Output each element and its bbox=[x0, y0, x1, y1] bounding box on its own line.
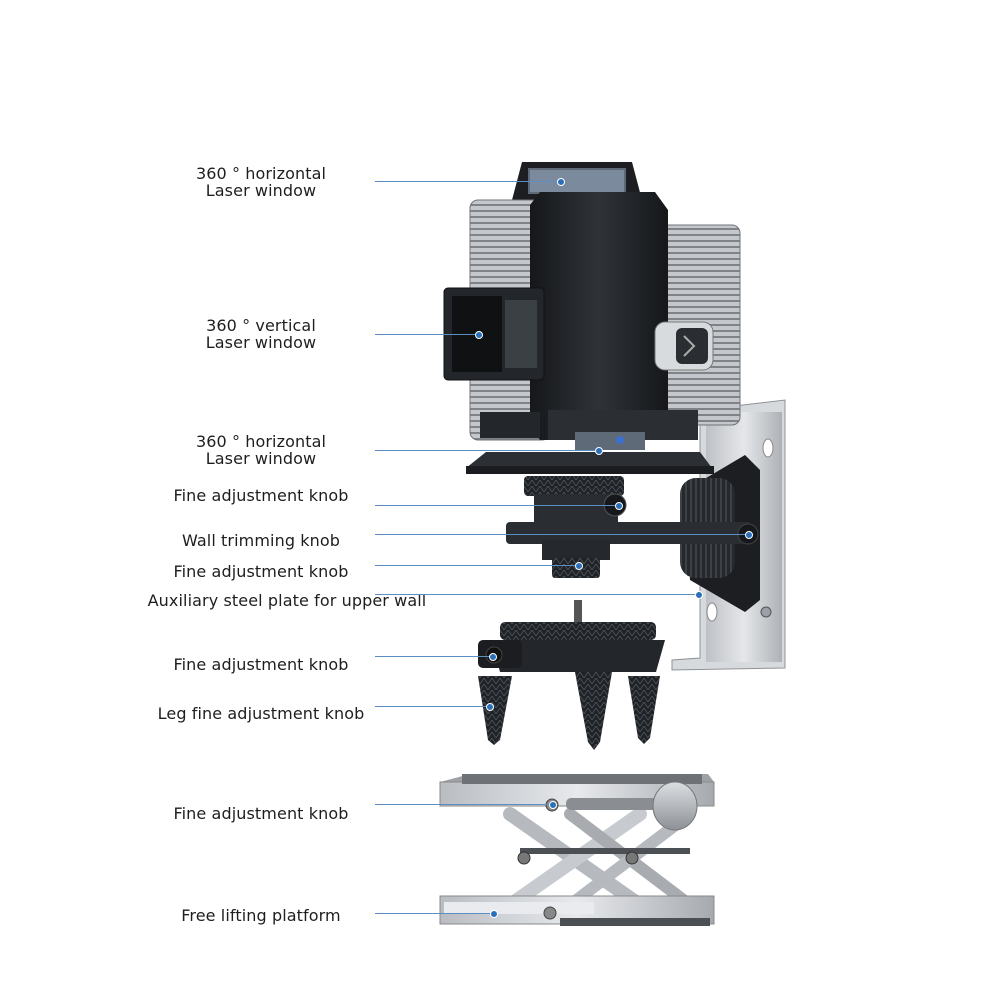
leader-dot bbox=[475, 331, 483, 339]
leader-dot bbox=[489, 653, 497, 661]
leader-line bbox=[375, 913, 493, 914]
callout-line1: Fine adjustment knob bbox=[173, 486, 349, 505]
callout-line1: Fine adjustment knob bbox=[173, 655, 349, 674]
callout-line2: Laser window bbox=[205, 449, 317, 468]
leader-dot bbox=[557, 178, 565, 186]
leader-dot bbox=[745, 531, 753, 539]
leader-dot bbox=[575, 562, 583, 570]
callout-line1: Wall trimming knob bbox=[181, 531, 341, 550]
callout-label-horizontal-window-bottom: 360 ° horizontal Laser window bbox=[101, 433, 421, 467]
leader-line bbox=[375, 505, 618, 506]
callout-line1: 360 ° horizontal bbox=[195, 164, 327, 183]
leveling-base bbox=[478, 600, 665, 750]
leader-line bbox=[375, 804, 552, 805]
callout-line1: 360 ° vertical bbox=[206, 316, 316, 335]
leader-line bbox=[375, 706, 489, 707]
leader-dot bbox=[549, 801, 557, 809]
leader-dot bbox=[595, 447, 603, 455]
callout-line1: Leg fine adjustment knob bbox=[157, 704, 365, 723]
callout-line1: Auxiliary steel plate for upper wall bbox=[147, 591, 427, 610]
callout-line1: Fine adjustment knob bbox=[173, 562, 349, 581]
leader-line bbox=[375, 450, 598, 451]
leader-line bbox=[375, 181, 560, 182]
callout-label-wall-trimming: Wall trimming knob bbox=[101, 532, 421, 549]
callout-label-fine-adjustment-3: Fine adjustment knob bbox=[101, 656, 421, 673]
callout-label-leg-adjustment: Leg fine adjustment knob bbox=[101, 705, 421, 722]
callout-line1: 360 ° horizontal bbox=[195, 432, 327, 451]
callout-line2: Laser window bbox=[205, 181, 317, 200]
leader-line bbox=[375, 594, 698, 595]
leader-dot bbox=[615, 502, 623, 510]
leader-line bbox=[375, 534, 748, 535]
callout-label-vertical-window: 360 ° vertical Laser window bbox=[101, 317, 421, 351]
callout-label-fine-adjustment-2: Fine adjustment knob bbox=[101, 563, 421, 580]
leader-dot bbox=[695, 591, 703, 599]
callout-label-steel-plate: Auxiliary steel plate for upper wall bbox=[127, 592, 447, 609]
callout-line2: Laser window bbox=[205, 333, 317, 352]
leader-line bbox=[375, 656, 492, 657]
leader-dot bbox=[490, 910, 498, 918]
laser-head bbox=[443, 162, 741, 450]
callout-label-horizontal-window-top: 360 ° horizontal Laser window bbox=[101, 165, 421, 199]
callout-label-fine-adjustment-1: Fine adjustment knob bbox=[101, 487, 421, 504]
callout-label-fine-adjustment-4: Fine adjustment knob bbox=[101, 805, 421, 822]
callout-line1: Free lifting platform bbox=[181, 906, 341, 925]
rotary-base bbox=[466, 452, 714, 578]
lifting-platform bbox=[439, 774, 715, 926]
callout-line1: Fine adjustment knob bbox=[173, 804, 349, 823]
callout-label-lifting-platform: Free lifting platform bbox=[101, 907, 421, 924]
leader-line bbox=[375, 565, 578, 566]
leader-dot bbox=[486, 703, 494, 711]
wall-clamp bbox=[506, 455, 760, 612]
leader-line bbox=[375, 334, 478, 335]
